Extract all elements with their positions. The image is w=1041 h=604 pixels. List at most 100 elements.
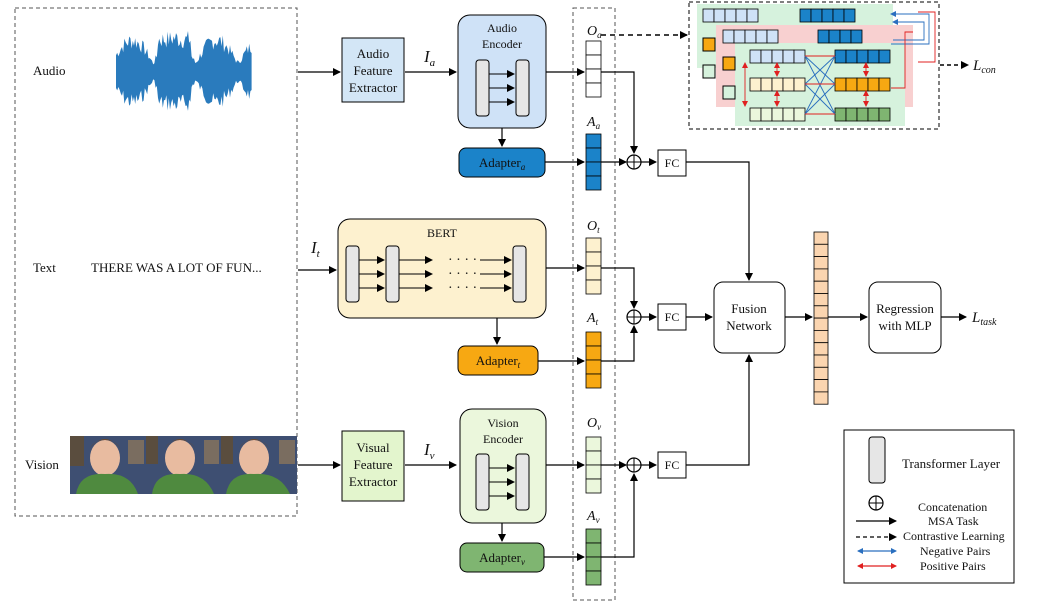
audio-output-vector — [585, 40, 602, 98]
vector-cell — [878, 49, 891, 64]
audio-encoder-line-2: Encoder — [482, 37, 522, 51]
vector-cell — [813, 243, 829, 258]
audio-feature-extractor — [341, 37, 405, 103]
vision-adapter-vector — [585, 528, 602, 586]
vector-cell — [832, 8, 845, 23]
transformer-layer-icon — [345, 245, 360, 303]
vector-cell — [782, 49, 795, 64]
bert-dots-row-3: · · · · — [448, 281, 477, 296]
vector-cell — [845, 49, 858, 64]
vector-cell — [843, 8, 856, 23]
text-input-symbol: It — [310, 238, 321, 260]
vector-cell — [585, 279, 602, 295]
vector-cell — [585, 478, 602, 494]
vector-cell — [585, 68, 602, 84]
visual-extractor-line-1: Visual — [356, 440, 390, 455]
vector-cell — [746, 8, 759, 23]
vector-cell — [585, 237, 602, 253]
vision-output-vector — [585, 436, 602, 494]
vision-fc — [657, 451, 687, 479]
vector-cell — [878, 77, 891, 92]
vector-cell — [810, 8, 823, 23]
vector-cell — [585, 464, 602, 480]
vector-cell — [813, 354, 829, 368]
vector-cell — [821, 8, 834, 23]
vector-cell — [735, 8, 748, 23]
vector-cell — [733, 29, 746, 44]
vector-cell — [856, 77, 869, 92]
arrow-audio-output-to-concat — [601, 71, 638, 154]
task-loss-symbol: Ltask — [971, 310, 997, 328]
visual-feature-extractor — [341, 430, 405, 502]
concatenation-icon — [626, 154, 642, 170]
audio-output-symbol: Oa — [587, 24, 602, 40]
vector-cell — [845, 77, 858, 92]
fusion-line-1: Fusion — [731, 301, 767, 316]
vector-cell — [585, 450, 602, 466]
arrow-vision-adapter-to-concat — [601, 473, 638, 558]
arrow-audio-fc-to-fusion — [686, 161, 753, 281]
vector-cell — [799, 8, 812, 23]
vector-cell — [749, 107, 762, 122]
token-vector — [834, 49, 891, 64]
vector-cell — [585, 436, 602, 452]
regression-line-2: with MLP — [878, 318, 931, 333]
vector-cell — [585, 542, 602, 558]
vector-cell — [585, 40, 602, 56]
vector-cell — [585, 528, 602, 544]
audio-extractor-line-3: Extractor — [349, 80, 398, 95]
vector-cell — [585, 345, 602, 361]
audio-adapter-label: Adaptera — [479, 155, 526, 172]
arrow-text-adapter-to-concat — [601, 325, 638, 362]
vector-cell — [760, 49, 773, 64]
text-input-label: Text — [33, 260, 56, 275]
text-output-symbol: Ot — [587, 219, 600, 235]
vector-cell — [813, 305, 829, 319]
audio-input-symbol: Ia — [423, 47, 436, 69]
vision-input-label: Vision — [25, 457, 59, 472]
vector-cell — [702, 8, 715, 23]
vector-cell — [878, 107, 891, 122]
vector-cell — [867, 49, 880, 64]
vector-cell — [585, 373, 602, 389]
waveform-shape — [116, 31, 252, 111]
text-input-sample: THERE WAS A LOT OF FUN... — [91, 260, 262, 275]
audio-encoder-line-1: Audio — [487, 21, 517, 35]
audio-extractor-line-1: Audio — [357, 46, 390, 61]
transformer-layer-icon — [475, 453, 490, 511]
vector-cell — [813, 342, 829, 356]
arrow-vision-fc-to-fusion — [686, 354, 753, 466]
vector-cell — [585, 161, 602, 177]
vector-cell — [585, 54, 602, 70]
positive-pair-connections — [742, 11, 936, 115]
vector-cell — [585, 133, 602, 149]
vector-cell — [749, 49, 762, 64]
token-vector — [834, 107, 891, 122]
token-vector — [749, 107, 806, 122]
vector-cell — [713, 8, 726, 23]
legend-msa-task: MSA Task — [928, 514, 979, 528]
vector-cell — [845, 107, 858, 122]
vector-cell — [771, 77, 784, 92]
vector-cell — [755, 29, 768, 44]
video-frames-image — [70, 436, 297, 494]
vector-cell — [813, 293, 829, 307]
vector-cell — [749, 77, 762, 92]
vector-cell — [817, 29, 830, 44]
transformer-layer-icon — [475, 59, 490, 117]
vision-encoder-line-1: Vision — [487, 416, 518, 430]
negative-pair-connections — [804, 11, 930, 115]
vector-cell — [813, 366, 829, 380]
vector-cell — [793, 107, 806, 122]
audio-extractor-line-2: Feature — [354, 63, 393, 78]
vector-cell — [766, 29, 779, 44]
vector-cell — [813, 391, 829, 405]
regression-line-1: Regression — [876, 301, 934, 316]
legend-contrastive: Contrastive Learning — [903, 529, 1005, 543]
representation-column — [572, 7, 616, 601]
vector-cell — [585, 556, 602, 572]
legend-positive: Positive Pairs — [920, 559, 986, 573]
bert-dots-row-2: · · · · — [448, 267, 477, 282]
transformer-layer-icon — [512, 245, 527, 303]
